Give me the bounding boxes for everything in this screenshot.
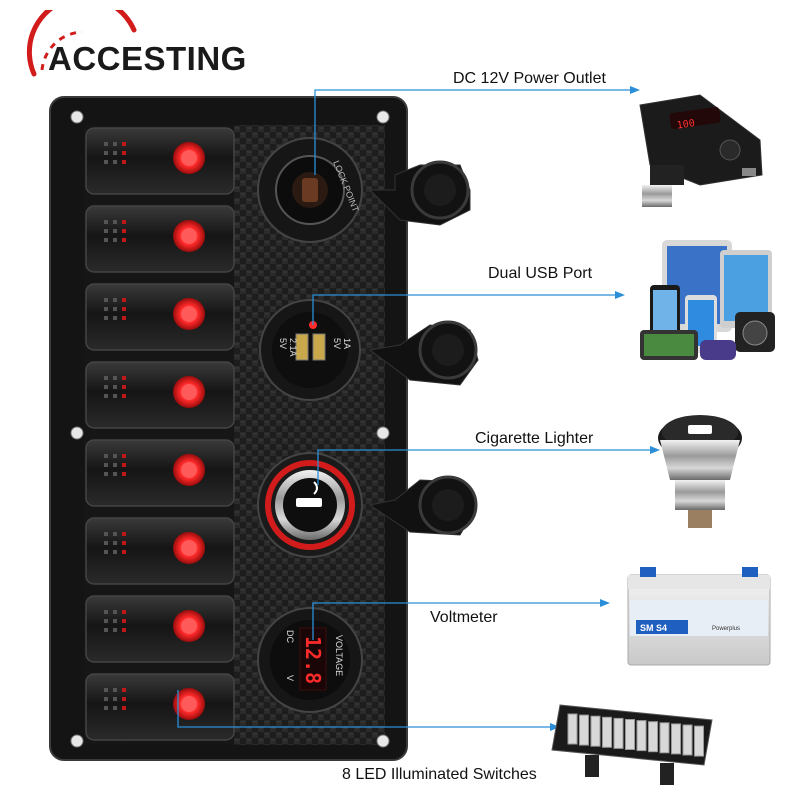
rocker-switch[interactable]: [85, 205, 235, 273]
voltmeter-reading: 12.8: [301, 636, 325, 684]
voltmeter: 12.8 DC V VOLTAGE: [257, 607, 363, 713]
dust-cap-icon: [368, 160, 479, 536]
screw-icon: [70, 110, 390, 748]
cigarette-icon: [296, 498, 322, 507]
rocker-switch[interactable]: [85, 361, 235, 429]
rocker-switch[interactable]: [85, 673, 235, 741]
callout-power-outlet: DC 12V Power Outlet: [453, 70, 606, 87]
usb-right-rating-1: 5V: [332, 338, 342, 349]
dual-usb-port: 5V 2.1A 5V 1A: [259, 299, 361, 401]
brand-name: ACCESTING: [48, 40, 247, 77]
voltmeter-unit-right: V: [285, 675, 295, 681]
battery-label: SM S4: [640, 623, 667, 633]
voltmeter-unit-left: DC: [285, 630, 295, 643]
callout-switches: 8 LED Illuminated Switches: [342, 766, 537, 783]
devices-image: [640, 240, 775, 360]
rocker-switch[interactable]: [85, 127, 235, 195]
battery-sublabel: Powerplus: [712, 626, 740, 632]
battery-image: SM S4 Powerplus: [627, 567, 771, 666]
rocker-switch[interactable]: [85, 595, 235, 663]
led-light-bar-image: [551, 704, 713, 785]
rocker-switches: [85, 127, 235, 741]
cigarette-lighter: [257, 452, 363, 558]
callout-lighter: Cigarette Lighter: [475, 430, 594, 447]
usb-left-rating-1: 5V: [278, 338, 288, 349]
callout-usb-port: Dual USB Port: [488, 265, 593, 282]
usb-right-rating-2: 1A: [342, 338, 352, 349]
voltmeter-title: VOLTAGE: [334, 635, 344, 676]
usb-left-rating-2: 2.1A: [288, 338, 298, 357]
rocker-switch[interactable]: [85, 283, 235, 351]
rocker-switch[interactable]: [85, 517, 235, 585]
callout-lines: [177, 86, 660, 731]
callout-voltmeter: Voltmeter: [430, 609, 498, 626]
svg-text:100: 100: [676, 118, 695, 131]
dc-power-outlet: LOCK POINT: [257, 137, 363, 243]
rocker-switch[interactable]: [85, 439, 235, 507]
fm-transmitter-image: 100: [639, 94, 763, 207]
lighter-plug-image: [658, 415, 742, 528]
